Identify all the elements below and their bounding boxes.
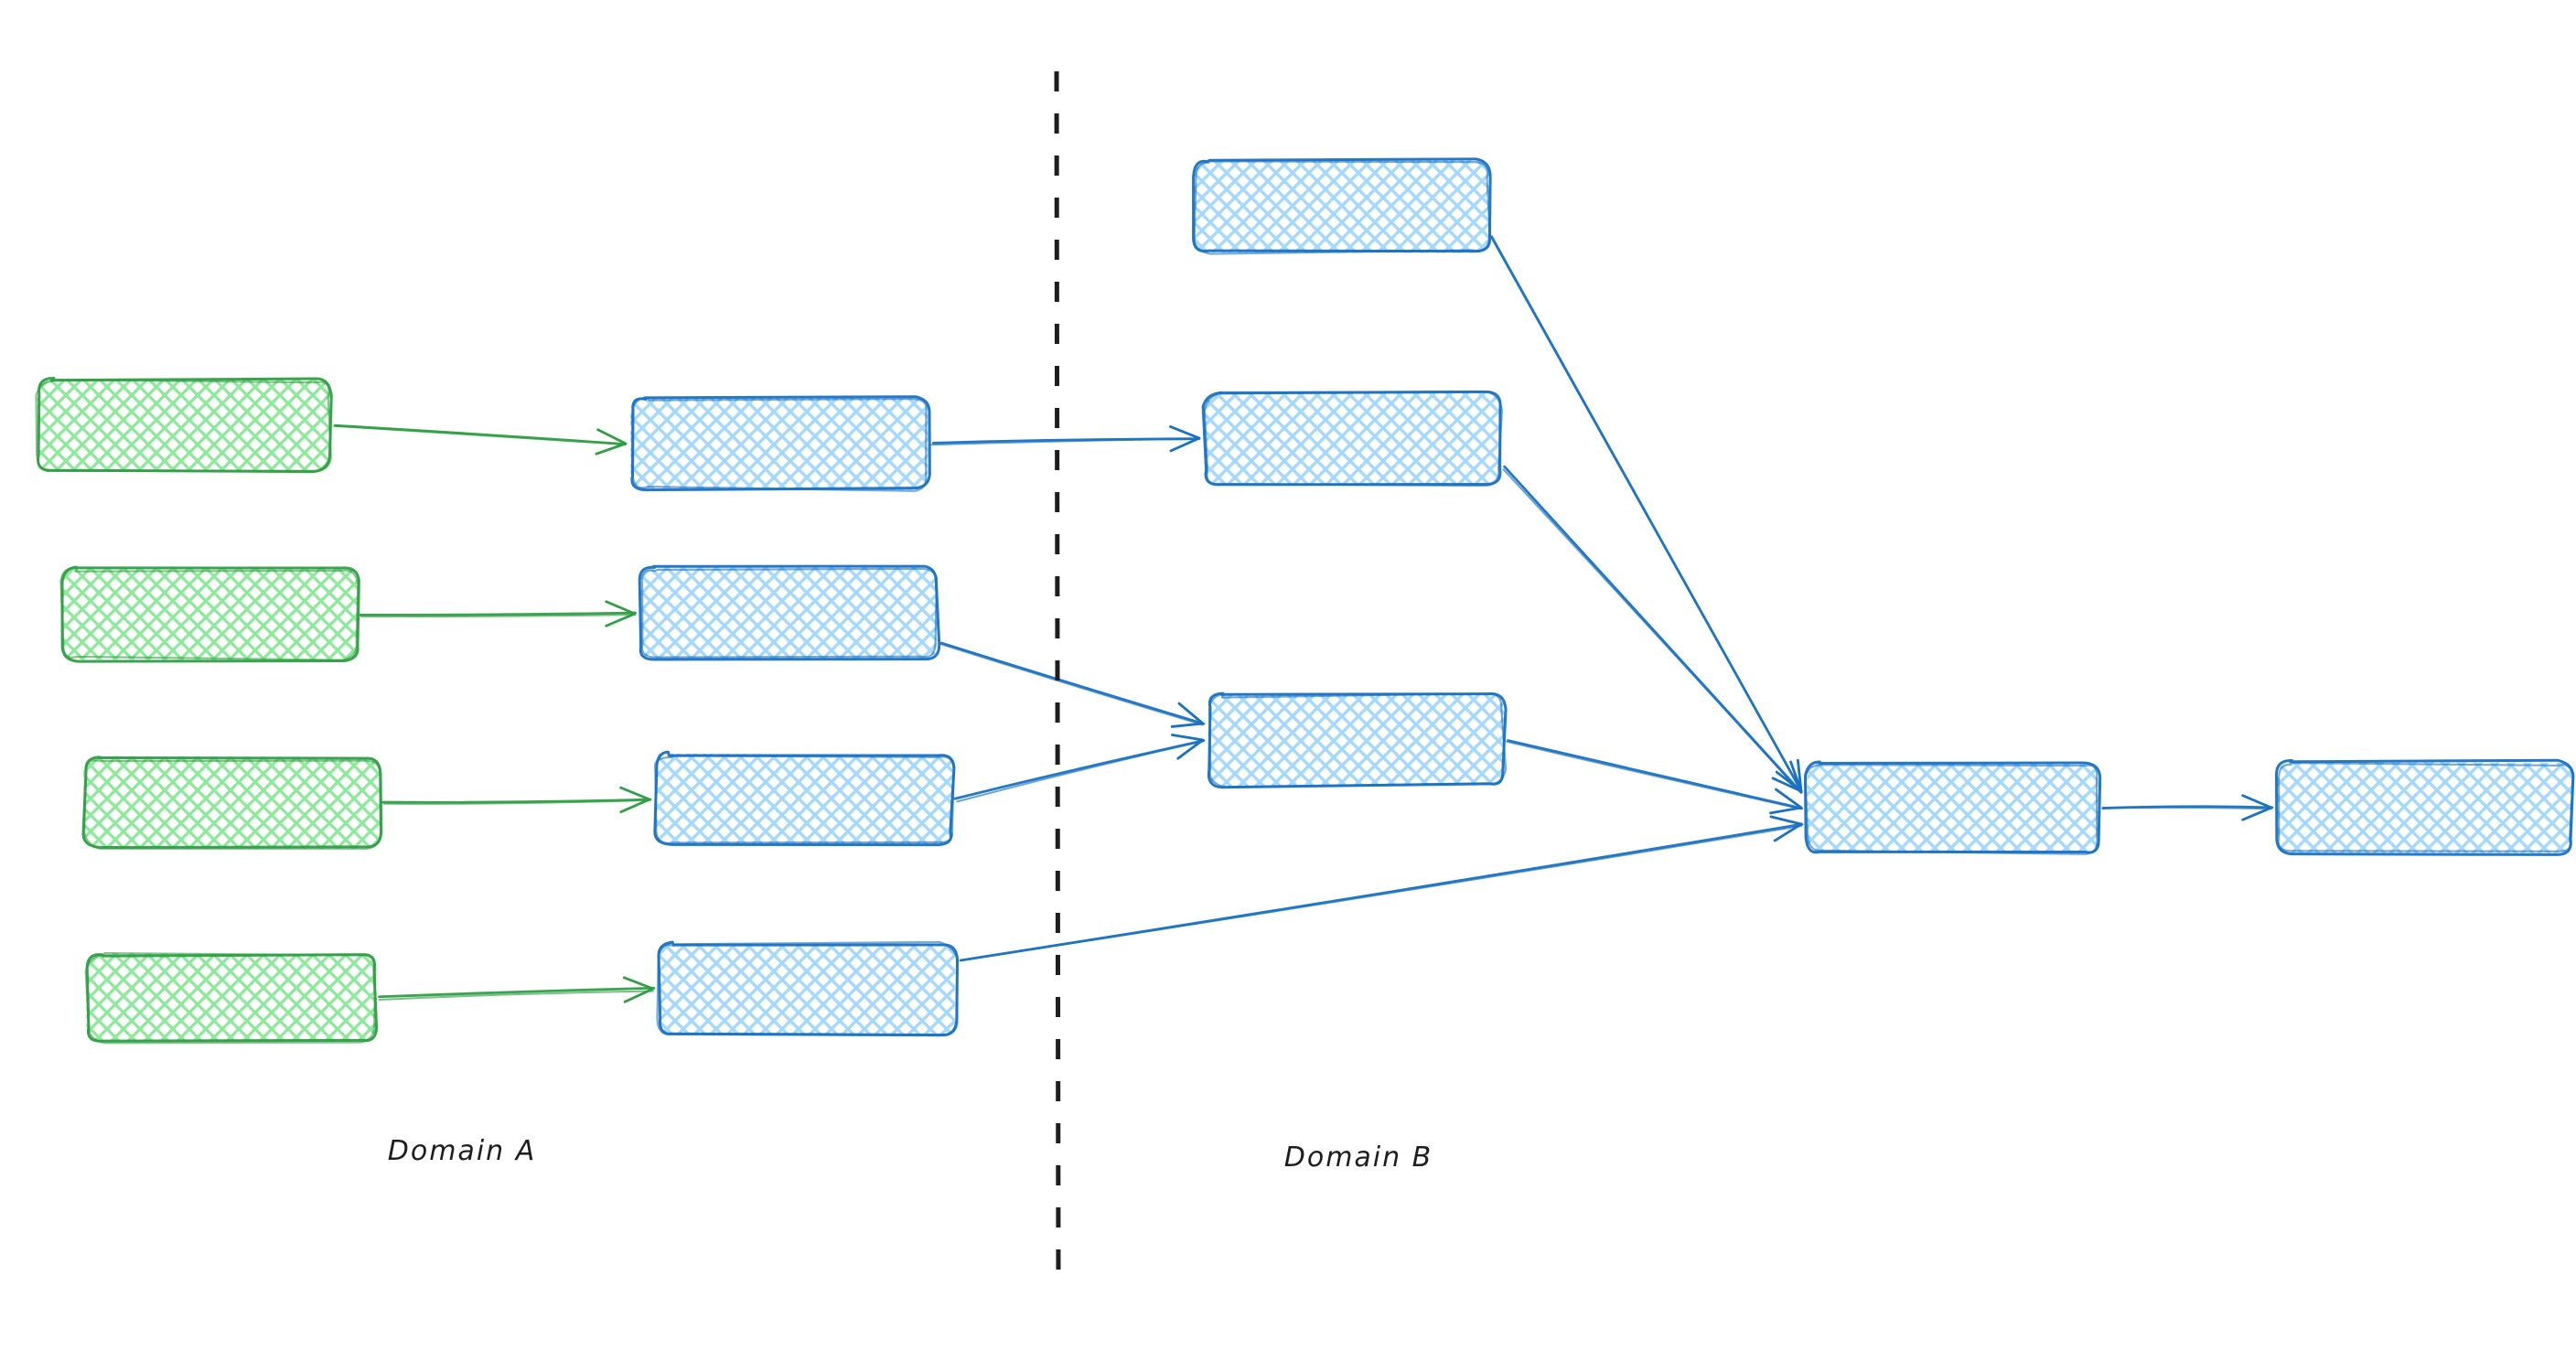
node-fill-a2: [61, 567, 358, 660]
nodes-layer: [35, 157, 2575, 1045]
edge-m3-to-b3: [953, 734, 1206, 803]
node-outline-b1: [1192, 157, 1492, 253]
node-outline2-m4: [656, 940, 959, 1037]
node-m2[interactable]: [638, 564, 941, 661]
node-fill-b1: [1193, 160, 1490, 253]
node-outline2-a3: [83, 759, 381, 850]
node-outline2-b2: [1203, 391, 1504, 488]
edges-layer: [333, 235, 2274, 1003]
node-fill-m4: [659, 942, 956, 1035]
edge-a2-to-m2: [359, 600, 637, 627]
node-fill-hub: [1806, 761, 2100, 854]
domain-b-label: Domain B: [1284, 1142, 1433, 1174]
edge-a4-to-m4: [378, 976, 656, 1003]
node-b3[interactable]: [1207, 691, 1508, 789]
edge-hub-to-out: [2101, 794, 2274, 821]
node-fill-b2: [1204, 391, 1501, 485]
node-m1[interactable]: [629, 395, 931, 492]
domain-divider: [1054, 70, 1061, 1289]
edge-m1-to-b2: [930, 425, 1201, 453]
edge-m2-to-b3: [939, 641, 1206, 728]
node-fill-b3: [1208, 693, 1505, 787]
node-outline2-out: [2277, 761, 2574, 852]
node-fill-m1: [629, 397, 928, 490]
domain-a-label: Domain A: [388, 1135, 536, 1167]
node-m3[interactable]: [653, 750, 956, 847]
node-a2[interactable]: [59, 565, 360, 663]
edge-b3-to-hub: [1506, 739, 1803, 815]
node-fill-m2: [639, 566, 939, 659]
node-outline2-m2: [640, 567, 939, 659]
node-out[interactable]: [2274, 758, 2575, 856]
node-hub[interactable]: [1804, 760, 2102, 855]
edge-m4-to-hub: [959, 815, 1804, 962]
node-outline2-m3: [654, 755, 955, 844]
edge-a1-to-m1: [333, 423, 628, 456]
node-m4[interactable]: [656, 940, 960, 1037]
node-fill-a4: [86, 953, 376, 1042]
node-fill-a3: [83, 756, 381, 850]
node-a4[interactable]: [84, 952, 379, 1045]
divider-line: [1054, 70, 1061, 1289]
node-outline2-b3: [1208, 692, 1508, 788]
node-outline2-b1: [1193, 160, 1491, 255]
node-a3[interactable]: [81, 756, 383, 850]
node-outline2-a4: [84, 952, 377, 1045]
node-outline2-a2: [59, 567, 360, 661]
edge-a3-to-m3: [381, 786, 652, 814]
node-outline-a2: [60, 565, 360, 663]
node-b1[interactable]: [1192, 157, 1492, 255]
edge-b2-to-hub: [1502, 465, 1803, 795]
node-outline2-m1: [630, 396, 928, 492]
node-a1[interactable]: [35, 377, 333, 474]
edge-b1-to-hub: [1490, 235, 1803, 794]
node-outline2-a1: [35, 379, 332, 473]
node-fill-out: [2276, 760, 2574, 853]
node-b2[interactable]: [1201, 390, 1504, 488]
node-fill-a1: [37, 379, 331, 471]
node-fill-m3: [654, 753, 953, 845]
node-outline2-hub: [1804, 764, 2098, 855]
